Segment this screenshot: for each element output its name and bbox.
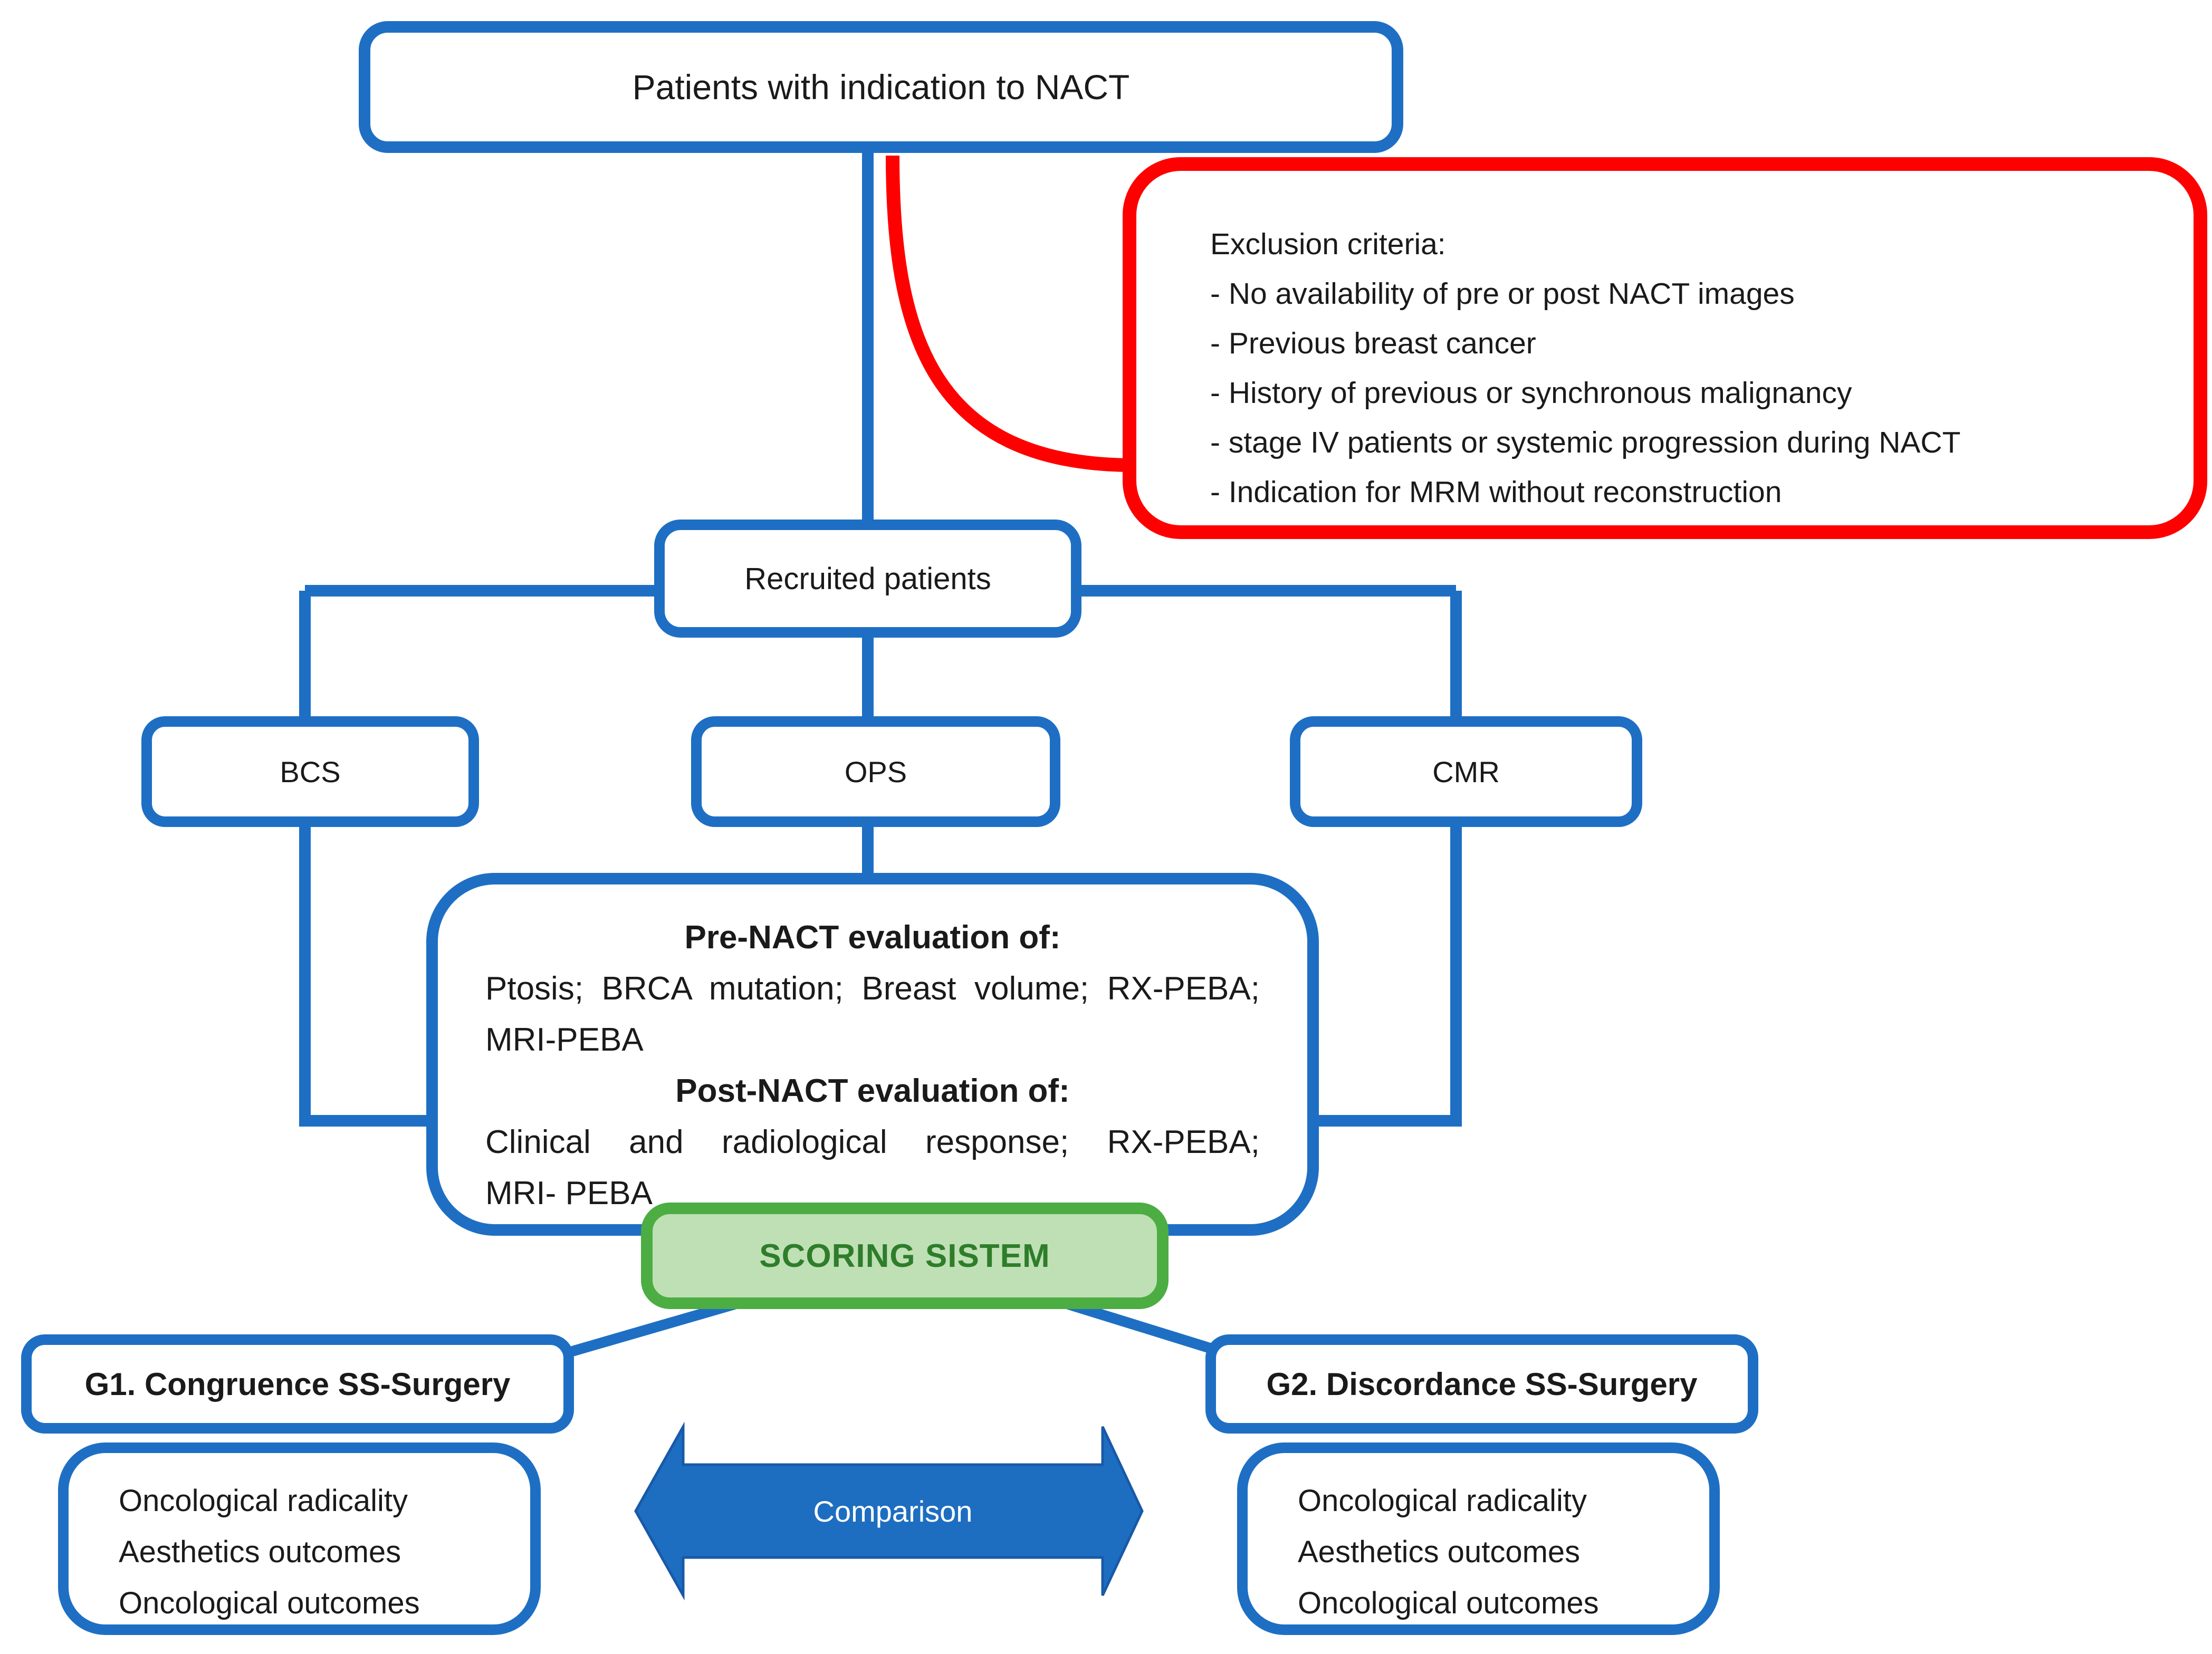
node-cmr-label: CMR [1432,755,1500,788]
node-patients: Patients with indication to NACT [359,21,1403,153]
node-g1-title: G1. Congruence SS-Surgery [21,1334,574,1434]
node-scoring-system: SCORING SISTEM [641,1203,1169,1309]
g1-outcome-item: Oncological outcomes [119,1586,420,1620]
evaluation-pre-line: Ptosis; BRCA mutation; Breast volume; RX… [485,970,1260,1007]
evaluation-post-line: Clinical and radiological response; RX-P… [485,1124,1260,1160]
exclusion-item: - No availability of pre or post NACT im… [1210,277,1795,311]
connector-bcs-evaluation [299,827,433,1127]
exclusion-item: - stage IV patients or systemic progress… [1210,426,1961,459]
g1-outcome-item: Oncological radicality [119,1484,408,1518]
evaluation-pre-title: Pre-NACT evaluation of: [684,919,1061,956]
g2-title-label: G2. Discordance SS-Surgery [1266,1366,1698,1402]
g2-outcome-item: Aesthetics outcomes [1298,1535,1581,1569]
g1-title-label: G1. Congruence SS-Surgery [84,1366,511,1402]
node-bcs: BCS [141,716,479,827]
exclusion-title: Exclusion criteria: [1210,227,1446,261]
g2-outcome-item: Oncological radicality [1298,1484,1587,1518]
exclusion-item: - Previous breast cancer [1210,326,1536,360]
g1-outcome-item: Aesthetics outcomes [119,1535,401,1569]
connector-exclusion-curve [886,155,1135,472]
node-ops-label: OPS [844,755,907,788]
evaluation-post-line: MRI- PEBA [485,1175,653,1211]
exclusion-item: - History of previous or synchronous mal… [1210,376,1852,410]
node-cmr: CMR [1290,716,1642,827]
evaluation-pre-line: MRI-PEBA [485,1022,644,1058]
comparison-arrow-label: Comparison [813,1494,973,1528]
node-ops: OPS [691,716,1060,827]
node-patients-label: Patients with indication to NACT [632,68,1130,107]
node-g1-outcomes: Oncological radicality Aesthetics outcom… [58,1443,541,1635]
node-recruited-label: Recruited patients [744,561,991,596]
node-bcs-label: BCS [280,755,341,788]
evaluation-post-title: Post-NACT evaluation of: [675,1073,1070,1109]
comparison-arrow [634,1421,1144,1601]
node-exclusion-criteria: Exclusion criteria: - No availability of… [1123,157,2207,539]
scoring-system-label: SCORING SISTEM [759,1237,1050,1274]
node-g2-outcomes: Oncological radicality Aesthetics outcom… [1237,1443,1720,1635]
node-g2-title: G2. Discordance SS-Surgery [1205,1334,1758,1434]
connector-cmr-evaluation [1314,827,1462,1127]
node-evaluation: Pre-NACT evaluation of: Ptosis; BRCA mut… [426,873,1319,1236]
g2-outcome-item: Oncological outcomes [1298,1586,1599,1620]
exclusion-item: - Indication for MRM without reconstruct… [1210,475,1782,509]
node-recruited-patients: Recruited patients [654,520,1081,638]
